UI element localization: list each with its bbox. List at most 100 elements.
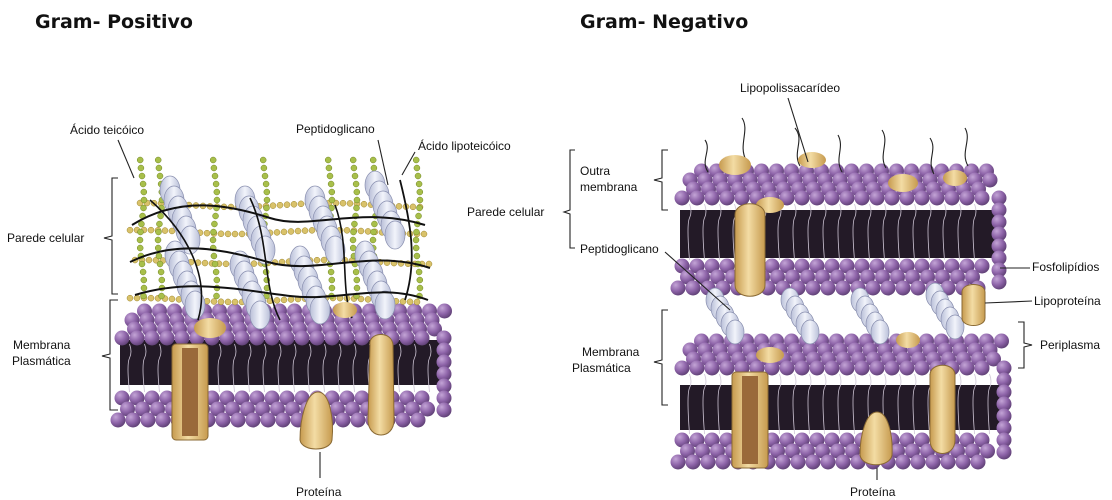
glycan-bead xyxy=(218,231,224,237)
gp-cell-wall xyxy=(127,157,432,329)
glycan-bead xyxy=(284,202,290,208)
lipid-head xyxy=(975,191,990,206)
glycan-bead xyxy=(274,297,280,303)
teichoic-bead xyxy=(141,205,147,211)
lipid-head xyxy=(836,455,851,470)
glycan-bead xyxy=(314,257,320,263)
lipid-head xyxy=(806,455,821,470)
glycan-bead xyxy=(361,201,367,207)
teichoic-bead xyxy=(213,213,219,219)
glycan-bead xyxy=(225,231,231,237)
gp-label-peptidoglycan: Peptidoglicano xyxy=(296,122,375,136)
teichoic-bead xyxy=(413,237,419,243)
lipid-head xyxy=(701,455,716,470)
teichoic-bead xyxy=(370,237,376,243)
teichoic-bead xyxy=(210,237,216,243)
lipid-head xyxy=(325,331,340,346)
gn-periplasm-protein xyxy=(756,347,784,363)
teichoic-bead xyxy=(140,269,146,275)
teichoic-bead xyxy=(263,181,269,187)
glycan-bead xyxy=(365,296,371,302)
gp-label-lipoteichoic-acid: Ácido lipoteicóico xyxy=(418,138,511,153)
lipid-head xyxy=(671,281,686,296)
lipid-head xyxy=(810,361,825,376)
lipid-head xyxy=(716,455,731,470)
teichoic-bead xyxy=(329,277,335,283)
teichoic-bead xyxy=(413,157,419,163)
gn-lipoprotein xyxy=(962,285,985,326)
teichoic-bead xyxy=(354,277,360,283)
lipid-head xyxy=(806,281,821,296)
glycan-bead xyxy=(148,227,154,233)
gram-positive-panel: Ácido teicóico Peptidoglicano Ácido lipo… xyxy=(7,122,511,499)
teichoic-bead xyxy=(350,237,356,243)
teichoic-bead xyxy=(158,213,164,219)
gn-outer-protein-3 xyxy=(888,174,918,192)
lipid-head xyxy=(355,331,370,346)
lipid-head xyxy=(720,191,735,206)
lipid-head xyxy=(926,455,941,470)
glycan-bead xyxy=(281,229,287,235)
gn-label-periplasm: Periplasma xyxy=(1040,338,1100,352)
teichoic-bead xyxy=(141,197,147,203)
teichoic-bead xyxy=(354,197,360,203)
teichoic-bead xyxy=(214,277,220,283)
glycan-bead xyxy=(288,228,294,234)
glycan-bead xyxy=(127,227,133,233)
teichoic-bead xyxy=(417,197,423,203)
lipid-head xyxy=(930,191,945,206)
lipid-head xyxy=(855,191,870,206)
lipid-head xyxy=(870,191,885,206)
teichoic-bead xyxy=(157,261,163,267)
lipid-head xyxy=(900,361,915,376)
lipid-head xyxy=(235,331,250,346)
title-gram-negative: Gram- Negativo xyxy=(580,11,748,33)
teichoic-bead xyxy=(210,157,216,163)
lipid-head xyxy=(956,455,971,470)
gp-transmembrane-protein xyxy=(368,334,394,435)
lipid-head xyxy=(735,191,750,206)
gp-channel-protein xyxy=(172,344,208,440)
gn-outer-protein-1 xyxy=(719,155,751,175)
lipid-head xyxy=(216,413,231,428)
gn-label-lps: Lipopolissacarídeo xyxy=(740,81,840,95)
glycan-bead xyxy=(225,299,231,305)
lipid-head xyxy=(881,281,896,296)
lipid-head xyxy=(160,331,175,346)
teichoic-bead xyxy=(213,181,219,187)
teichoic-bead xyxy=(264,197,270,203)
teichoic-bead xyxy=(262,173,268,179)
glycan-bead xyxy=(211,299,217,305)
lipid-head xyxy=(351,413,366,428)
glycan-bead xyxy=(202,260,208,266)
title-gram-positive: Gram- Positivo xyxy=(35,11,193,33)
lipid-head xyxy=(791,455,806,470)
lipid-head xyxy=(156,413,171,428)
peptidoglycan-disc xyxy=(310,296,330,324)
peptidoglycan-disc xyxy=(871,320,889,344)
teichoic-bead xyxy=(371,165,377,171)
lipid-head xyxy=(310,331,325,346)
gp-label-teichoic-acid: Ácido teicóico xyxy=(70,122,144,137)
gn-label-outer-line2: membrana xyxy=(580,180,638,194)
lipid-head xyxy=(941,455,956,470)
teichoic-bead xyxy=(158,269,164,275)
teichoic-bead xyxy=(350,229,356,235)
gn-channel-protein xyxy=(732,372,768,468)
lipid-head xyxy=(810,191,825,206)
glycan-bead xyxy=(365,228,371,234)
gp-label-cell-wall: Parede celular xyxy=(7,231,84,245)
teichoic-bead xyxy=(328,269,334,275)
lipid-head xyxy=(396,413,411,428)
lipid-head xyxy=(945,191,960,206)
lipid-head xyxy=(915,191,930,206)
gp-plasma-membrane xyxy=(111,304,453,428)
glycan-bead xyxy=(162,228,168,234)
teichoic-bead xyxy=(353,181,359,187)
gn-inner-membrane xyxy=(671,334,1012,470)
teichoic-bead xyxy=(415,173,421,179)
teichoic-bead xyxy=(214,189,220,195)
peptidoglycan-disc xyxy=(801,320,819,344)
teichoic-bead xyxy=(352,173,358,179)
